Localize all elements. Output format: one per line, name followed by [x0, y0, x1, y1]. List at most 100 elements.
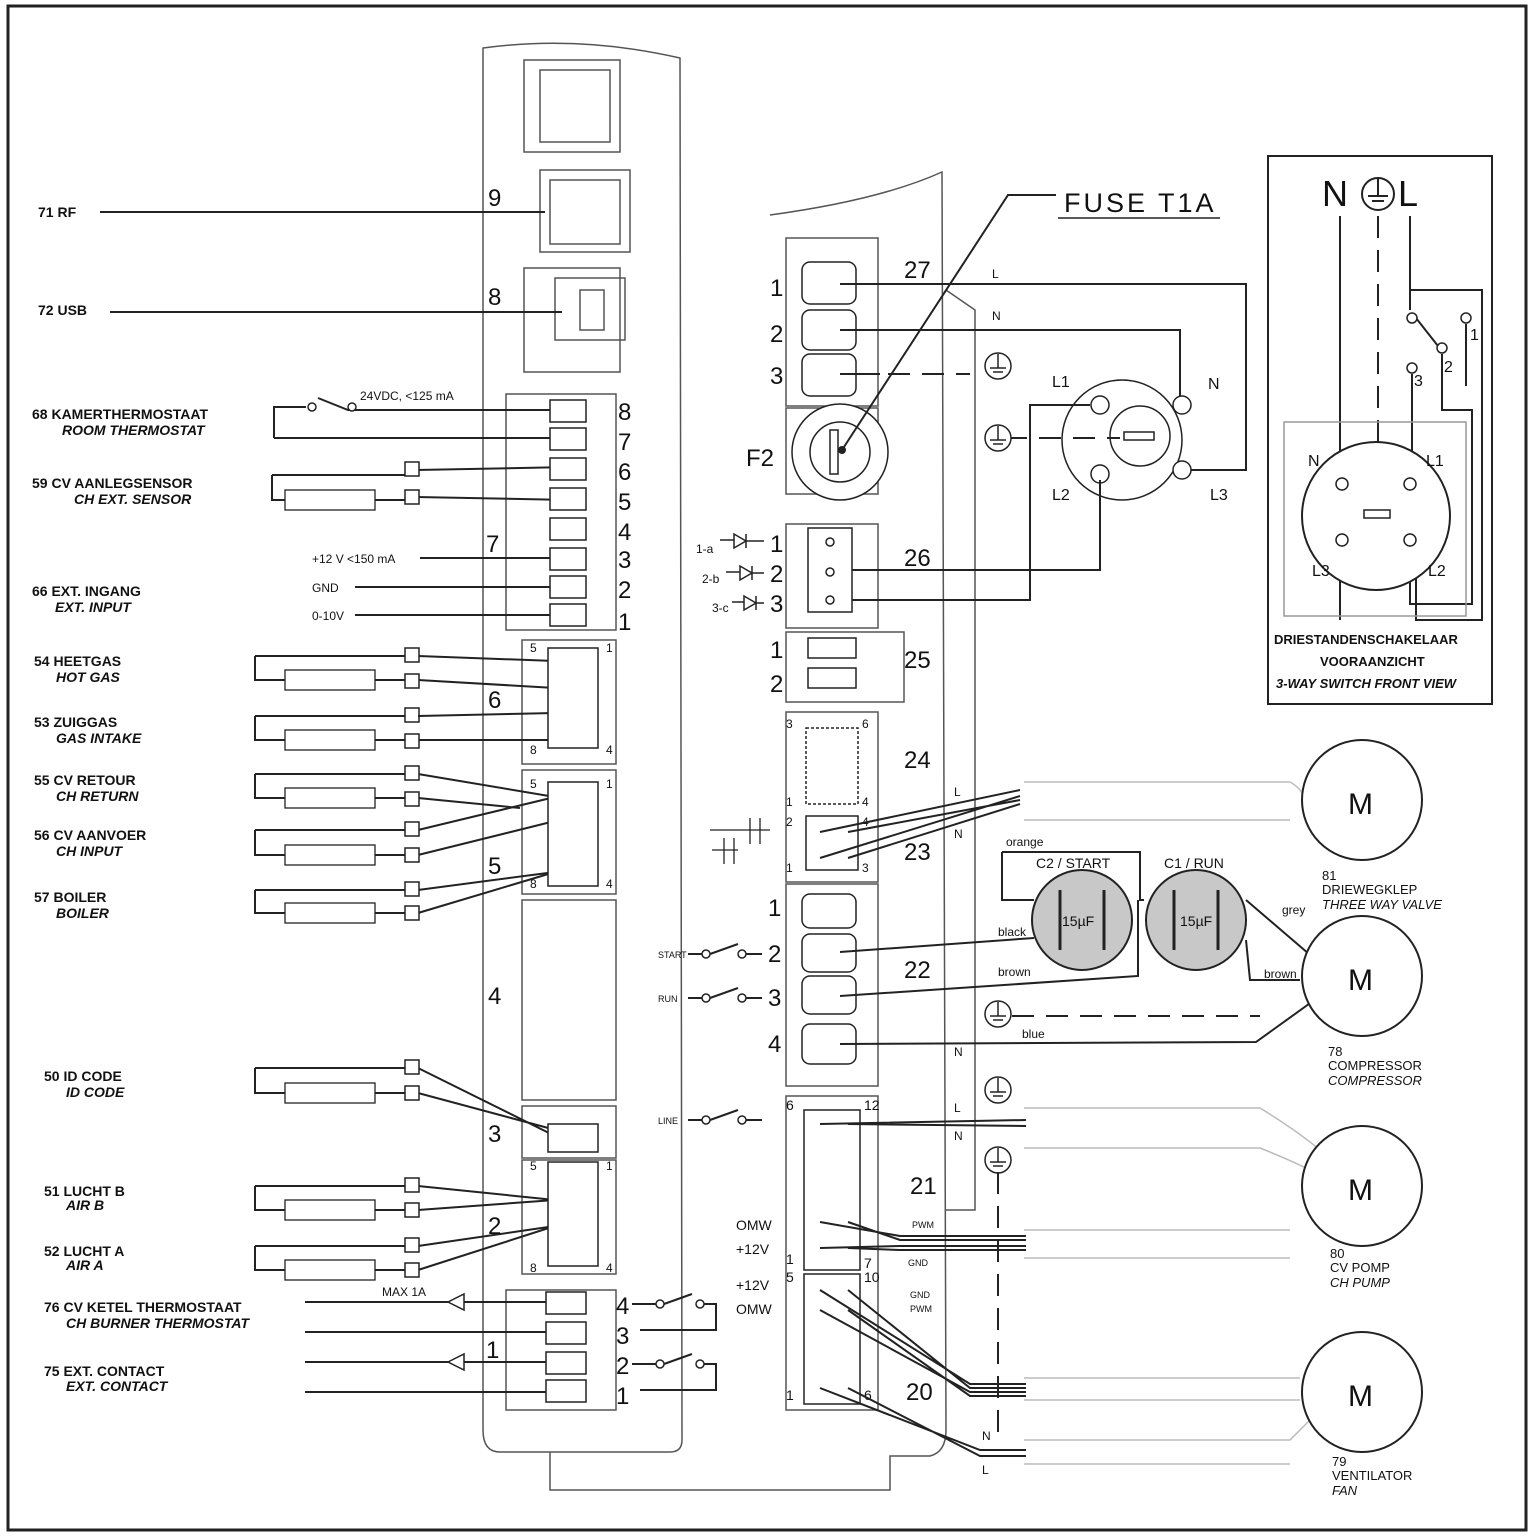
h2-5: 5	[530, 1159, 537, 1173]
label-air-a: 52 LUCHT A	[44, 1243, 124, 1259]
left-wiring: 24VDC, <125 mA +12 V <150 mA GND 0-10V	[100, 211, 717, 1393]
capacitor-run-value: 15µF	[1180, 913, 1212, 929]
c24-pin-4: 4	[862, 795, 869, 809]
h5-1: 1	[606, 777, 613, 791]
c23-n: N	[954, 827, 963, 841]
switch-title-en: 3-WAY SWITCH FRONT VIEW	[1276, 676, 1458, 691]
three-way-switch-box: N L 1 2 3 N L1 L3 L2 DRIESTANDENSCHAKELA…	[1267, 155, 1493, 705]
connector7-pin-numbers: 8 7 6 5 4 3 2 1 4 3 2 1	[616, 399, 631, 1410]
c21-gnd: GND	[908, 1258, 929, 1268]
label-id-code-en: ID CODE	[66, 1084, 125, 1100]
c22-pin-3: 3	[768, 985, 781, 1012]
board-num-6: 6	[488, 687, 501, 714]
ground-icon-4	[984, 1076, 1012, 1104]
label-ch-input-en: CH INPUT	[56, 843, 124, 859]
board-num-2: 2	[488, 1213, 501, 1240]
motor-fan-en: FAN	[1332, 1483, 1358, 1498]
thermostat-spec: 24VDC, <125 mA	[360, 389, 454, 403]
board-num-20: 20	[906, 1379, 933, 1406]
motor-three-way-valve-symbol: M	[1348, 788, 1373, 821]
label-burner-thermostat: 76 CV KETEL THERMOSTAAT	[44, 1299, 242, 1315]
board-num-26: 26	[904, 545, 931, 572]
c21-l: L	[954, 1101, 961, 1115]
c24-pin-1: 1	[786, 795, 793, 809]
motor-compressor-en: COMPRESSOR	[1328, 1073, 1422, 1088]
diode-3c: 3-c	[712, 601, 729, 615]
c21-n: N	[954, 1129, 963, 1143]
pin-6: 6	[618, 459, 631, 486]
capacitor-start: 15µF C2 / START	[1031, 855, 1133, 971]
ground-icon-1	[984, 352, 1012, 380]
c22-pin-2: 2	[768, 941, 781, 968]
switch-title-nl: DRIESTANDENSCHAKELAAR	[1274, 632, 1459, 647]
fuse-label: FUSE T1A	[1064, 188, 1217, 218]
ground-icon-2	[984, 424, 1012, 452]
c1-pin-3: 3	[616, 1323, 629, 1350]
pin-2: 2	[618, 577, 631, 604]
label-ch-input: 56 CV AANVOER	[34, 827, 146, 843]
sensor-air-a	[254, 1225, 556, 1281]
label-ch-sensor-en: CH EXT. SENSOR	[74, 491, 192, 507]
sensor-id-code	[254, 1059, 579, 1137]
board-num-25: 25	[904, 647, 931, 674]
c1-pin-2: 2	[616, 1353, 629, 1380]
line-label: LINE	[658, 1116, 678, 1126]
sensor-hot-gas	[254, 647, 556, 691]
label-air-b-en: AIR B	[65, 1197, 104, 1213]
c24-pin-3: 3	[786, 717, 793, 731]
c1-pin-1: 1	[616, 1383, 629, 1410]
switch-l1: L1	[1426, 453, 1444, 470]
connector-21-20: 6 12 1 7 5 10 1 6 OMW +12V +12V OMW PWM …	[736, 1097, 1027, 1477]
motor-ch-pump: M 80 CV POMP CH PUMP	[1301, 1125, 1423, 1290]
pin-1: 1	[618, 609, 631, 636]
board-num-9: 9	[488, 185, 501, 212]
c20-gnd: GND	[910, 1290, 931, 1300]
pin-4: 4	[618, 519, 631, 546]
h6-8: 8	[530, 743, 537, 757]
motor-compressor-nl: COMPRESSOR	[1328, 1058, 1422, 1073]
wire-orange: orange	[1006, 835, 1044, 849]
board-num-24: 24	[904, 747, 931, 774]
start-label: START	[658, 950, 687, 960]
label-ch-sensor: 59 CV AANLEGSENSOR	[32, 475, 193, 491]
c21-omw: OMW	[736, 1217, 773, 1233]
switch-title-sub: VOORAANZICHT	[1320, 654, 1425, 669]
motor-three-way-valve-num: 81	[1322, 868, 1336, 883]
h2-1: 1	[606, 1159, 613, 1173]
motor-three-way-valve-en: THREE WAY VALVE	[1322, 897, 1442, 912]
socket-l3: L3	[1210, 487, 1228, 504]
c24-pin-6: 6	[862, 717, 869, 731]
board-num-7: 7	[486, 531, 499, 558]
left-board-numbers: 9 8 7 6 5 4 3 2 1	[486, 185, 501, 1364]
connector-27: 1 2 3 L N	[770, 261, 1247, 471]
label-ext-contact-en: EXT. CONTACT	[66, 1378, 169, 1394]
earth-icon	[1361, 177, 1395, 211]
c27-pin-2: 2	[770, 321, 783, 348]
ground-icon-3	[984, 1000, 1012, 1028]
wire-brown-2: brown	[1264, 967, 1297, 981]
pin-8: 8	[618, 399, 631, 426]
sensor-gas-intake	[254, 707, 556, 751]
header-pin-numbers: 5 1 8 4 5 1 8 4 5 1 8 4	[530, 641, 613, 1275]
socket-l1: L1	[1052, 374, 1070, 391]
motor-compressor-num: 78	[1328, 1044, 1342, 1059]
board-num-4: 4	[488, 983, 501, 1010]
motor-three-way-valve-nl: DRIEWEGKLEP	[1322, 882, 1417, 897]
right-board	[549, 170, 976, 1491]
socket-n: N	[1208, 376, 1220, 393]
board-num-27: 27	[904, 257, 931, 284]
c27-pin-1: 1	[770, 275, 783, 302]
c21-pin-6: 6	[786, 1097, 794, 1113]
c27-n: N	[992, 309, 1001, 323]
c21-pin-12: 12	[864, 1097, 880, 1113]
ground-icon-5	[984, 1146, 1012, 1174]
label-air-a-en: AIR A	[65, 1257, 104, 1273]
board-num-f2: F2	[746, 445, 774, 472]
left-labels: 71 RF 72 USB 68 KAMERTHERMOSTAAT ROOM TH…	[32, 204, 250, 1394]
motor-cables	[1024, 781, 1321, 1465]
h2-8: 8	[530, 1261, 537, 1275]
c20-l: L	[982, 1463, 989, 1477]
c22-n: N	[954, 1045, 963, 1059]
label-boiler: 57 BOILER	[34, 889, 106, 905]
